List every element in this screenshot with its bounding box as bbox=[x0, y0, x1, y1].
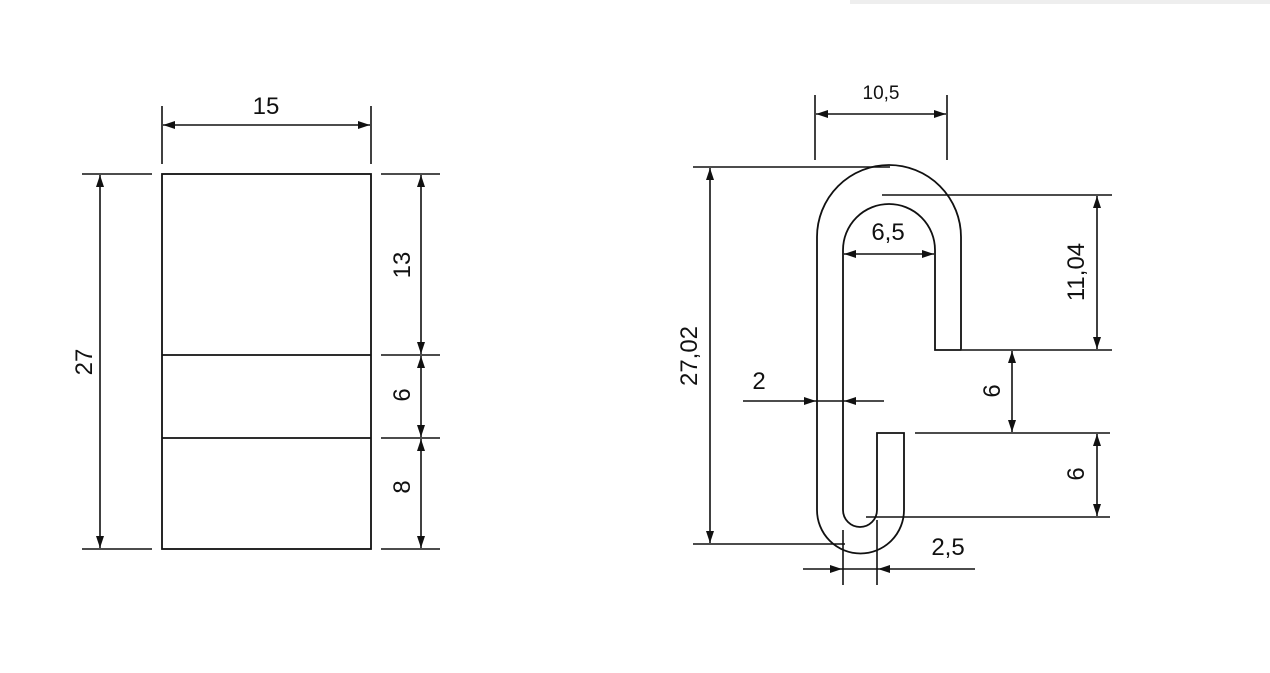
side-top-hook-label: 11,04 bbox=[1063, 243, 1090, 301]
side-bottom-hook-dimension: 6 bbox=[866, 434, 1110, 518]
front-view: 15 27 13 6 8 bbox=[71, 93, 440, 550]
side-inner-width-label: 6,5 bbox=[871, 219, 904, 246]
front-segment-top-label: 13 bbox=[389, 252, 416, 279]
front-segment-mid-label: 6 bbox=[389, 388, 416, 401]
front-segment-dimensions: 13 6 8 bbox=[381, 173, 440, 550]
front-view-body bbox=[161, 173, 372, 550]
front-segment-bottom-label: 8 bbox=[389, 480, 416, 493]
side-height-label: 27,02 bbox=[676, 326, 703, 386]
front-width-label: 15 bbox=[253, 93, 280, 120]
side-bottom-hook-label: 6 bbox=[1063, 467, 1090, 480]
window-edge-strip bbox=[850, 0, 1270, 4]
side-inner-width-dimension: 6,5 bbox=[844, 219, 934, 258]
front-height-label: 27 bbox=[71, 349, 98, 376]
side-gap-label: 6 bbox=[979, 384, 1006, 397]
side-wall-thickness-label: 2 bbox=[752, 368, 765, 395]
side-top-hook-dimension: 11,04 bbox=[882, 194, 1112, 351]
side-width-label: 10,5 bbox=[863, 83, 900, 104]
side-gap-dimension: 6 bbox=[915, 351, 1110, 434]
side-width-dimension: 10,5 bbox=[814, 83, 948, 160]
front-height-dimension: 27 bbox=[71, 173, 152, 550]
side-bottom-width-label: 2,5 bbox=[931, 534, 964, 561]
side-view: 10,5 6,5 27,02 11,04 6 bbox=[676, 83, 1112, 585]
side-wall-thickness-dimension: 2 bbox=[743, 368, 884, 405]
side-height-dimension: 27,02 bbox=[676, 166, 890, 545]
hook-profile bbox=[816, 164, 962, 555]
side-bottom-width-dimension: 2,5 bbox=[803, 520, 975, 585]
front-width-dimension: 15 bbox=[161, 93, 372, 164]
